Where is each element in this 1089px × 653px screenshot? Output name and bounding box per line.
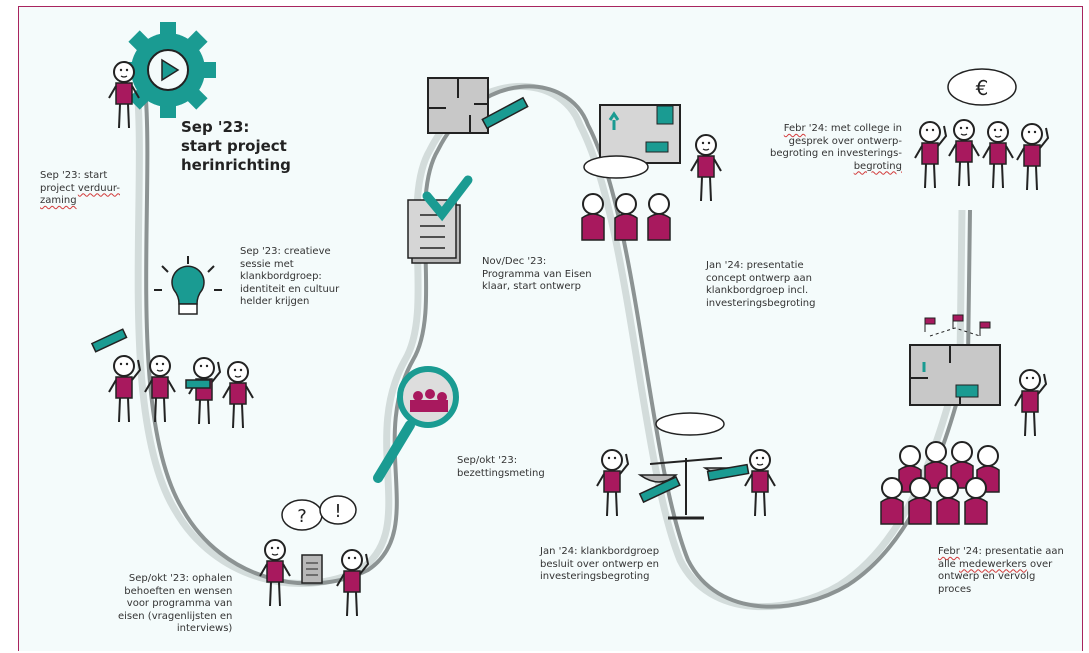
creative-group [90, 328, 254, 429]
exclamation-mark-text: ! [334, 501, 341, 522]
magnifier-icon [373, 366, 459, 483]
person-final-presenter [1014, 369, 1047, 437]
person-interviewer [259, 539, 291, 607]
person-presenter [690, 134, 722, 202]
label-college-gesprek: Febr '24: met college in gesprek over on… [770, 123, 902, 172]
question-exclamation-bubbles: ? ! [281, 495, 357, 531]
label-programma-eisen: Nov/Dec '23: Programma van Eisen klaar, … [482, 256, 592, 292]
speech-bubble [583, 155, 649, 179]
euro-icon: € [976, 76, 989, 100]
person-interviewee [336, 549, 369, 617]
audience-group [581, 193, 671, 241]
checklist-icon [407, 175, 473, 264]
all-staff-group [880, 441, 1000, 525]
clipboard-icon [301, 554, 323, 584]
euro-speech-bubble: € [947, 68, 1017, 106]
timeline-path [134, 82, 972, 611]
person-left-scale [596, 449, 629, 517]
balance-scale-icon [637, 412, 750, 520]
label-klankbordgroep-besluit: Jan '24: klankbordgroep besluit over ont… [540, 546, 660, 582]
lightbulb-icon [154, 256, 222, 315]
college-group [914, 119, 1049, 191]
person-right-scale [744, 449, 776, 517]
presentation-board [599, 104, 681, 164]
label-ophalen-behoeften: Sep/okt '23: ophalen behoeften en wensen… [118, 573, 233, 634]
floorplan-pencil-icon [427, 77, 529, 134]
illustration-frame [18, 6, 1083, 651]
label-verduurzaming: Sep '23: start project verduur- zaming [40, 170, 120, 206]
label-creatieve-sessie: Sep '23: creatieve sessie met klankbordg… [240, 246, 340, 307]
label-presentatie-medewerkers: Febr '24: presentatie aan alle medewerke… [938, 546, 1064, 595]
label-bezettingsmeting: Sep/okt '23: bezettingsmeting [457, 455, 545, 479]
question-mark-text: ? [297, 506, 307, 527]
start-project-title: Sep '23: start project herinrichting [181, 118, 291, 174]
label-presentatie-concept: Jan '24: presentatie concept ontwerp aan… [706, 260, 816, 309]
final-floorplan-icon [909, 314, 1001, 406]
